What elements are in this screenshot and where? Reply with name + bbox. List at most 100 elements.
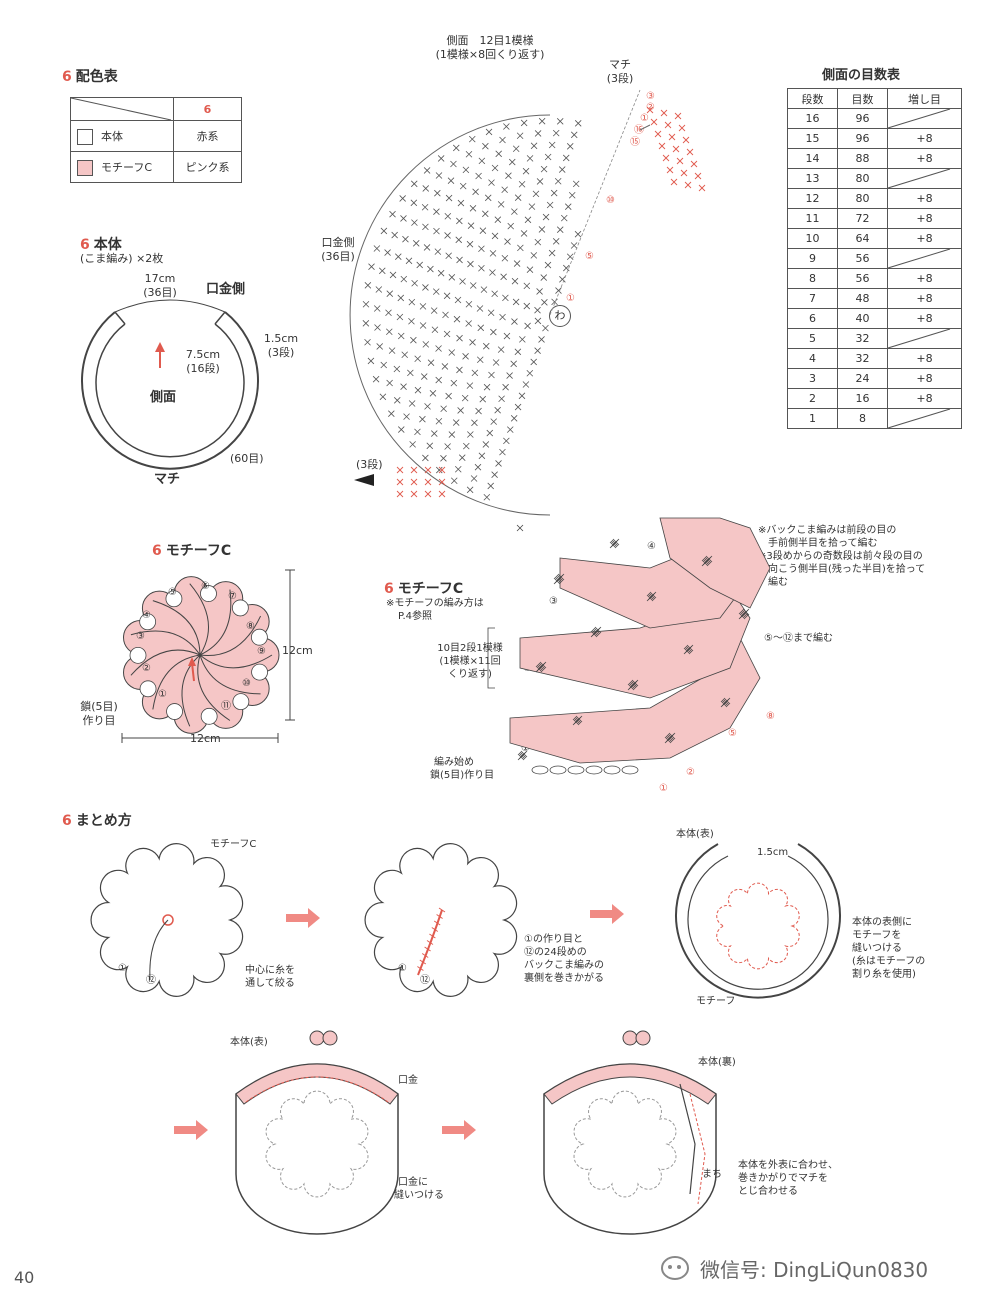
motif-chart-diagram (487, 517, 771, 775)
stitch-mark (466, 240, 474, 248)
stitch-mark (556, 226, 564, 233)
stitch-mark (448, 431, 456, 438)
stitch-mark (501, 254, 509, 262)
stitch-mark (523, 282, 531, 290)
stitch-mark (574, 120, 582, 127)
stitch-mark (422, 223, 429, 231)
stitch-mark (541, 299, 548, 306)
step2-flower-outline (364, 843, 518, 997)
swatch-pink (77, 159, 93, 176)
motif-continue-label: ⑤～⑫まで編む (764, 633, 833, 644)
stitch-mark (465, 300, 473, 308)
stitch-mark (380, 227, 388, 235)
stitch-mark (488, 371, 495, 379)
stitch-mark (470, 475, 478, 482)
motif-band (509, 637, 761, 764)
stitch-mark (450, 477, 458, 485)
stitch-mark (456, 334, 463, 342)
motif-stitch (516, 524, 524, 532)
step4-frame-label: 口金 (398, 1075, 418, 1086)
stitch-mark (410, 199, 418, 207)
machi-stitches-label: (60目) (230, 452, 264, 465)
gusset-stitch (396, 466, 404, 474)
stitch-mark (385, 309, 392, 317)
motif-stitch (723, 697, 731, 705)
stitch-mark (412, 240, 420, 247)
stitch-mark (442, 311, 449, 319)
stitch-mark (510, 360, 517, 368)
stitch-mark (526, 155, 534, 162)
stitch-mark (364, 338, 371, 346)
stitch-mark (426, 442, 434, 450)
motif-row-number: ⑤ (728, 728, 737, 739)
stitch-mark (514, 194, 522, 201)
row-marker: ⑤ (585, 251, 594, 262)
wechat-icon (660, 1254, 694, 1284)
stitch-mark (453, 315, 461, 323)
petal-number: ⑤ (168, 587, 177, 598)
stitch-mark (490, 328, 497, 336)
stitch-mark (486, 429, 494, 437)
stitch-mark (467, 431, 474, 438)
stitch-mark (386, 379, 393, 387)
stitch-mark (469, 205, 477, 212)
stitch-mark (393, 397, 401, 404)
stitch-mark (432, 288, 440, 295)
stitch-mark (454, 296, 462, 304)
step4-note: 口金に (398, 1177, 428, 1188)
stitch-mark (458, 454, 466, 462)
stitch-mark (475, 407, 482, 415)
petal-number: ④ (142, 610, 151, 621)
gusset-stitch (676, 157, 684, 165)
stitch-mark (461, 394, 469, 402)
stitch-mark (466, 382, 474, 389)
stitch-mark (422, 185, 430, 192)
gusset-stitch (396, 490, 404, 498)
stitch-mark (570, 131, 578, 139)
stitch-mark (556, 118, 564, 125)
stitch-mark (536, 288, 543, 295)
stitch-mark (435, 345, 442, 352)
stitch-mark (448, 273, 456, 281)
stitch-mark (511, 318, 518, 325)
stitch-mark (558, 166, 566, 173)
stitch-mark (538, 336, 545, 343)
stitch-mark (502, 383, 509, 391)
stitch-mark (528, 203, 536, 210)
stitch-mark (397, 332, 405, 340)
stitch-mark (523, 302, 531, 310)
stitch-mark (503, 332, 511, 340)
gusset-stitch (438, 478, 446, 486)
stitch-mark (452, 144, 460, 152)
stitch-mark (507, 222, 515, 230)
stitch-mark (389, 210, 396, 218)
stitch-mark (434, 248, 442, 255)
gusset-stitch (654, 130, 662, 138)
stitch-mark (408, 317, 415, 325)
stitch-mark (542, 324, 549, 332)
stitch-mark (414, 355, 421, 363)
stitch-mark (513, 260, 521, 267)
step1-number-a: ① (118, 963, 127, 974)
stitch-mark (544, 261, 552, 269)
gusset-stitch (438, 490, 446, 498)
chain-stitch (549, 765, 567, 775)
table-row: 本体 赤系 (70, 120, 242, 152)
body-ring-shape (81, 299, 259, 470)
row-marker: ③ (646, 91, 655, 102)
stitch-mark (499, 448, 506, 456)
stitch-mark (400, 383, 407, 390)
stitch-mark (396, 313, 404, 321)
radius-rows-label: (16段) (186, 362, 220, 375)
stitch-mark (518, 180, 526, 188)
petal-number: ① (158, 689, 167, 700)
arrow-right-icon (442, 1120, 476, 1140)
stitch-mark (408, 298, 416, 306)
stitch-mark (487, 482, 494, 490)
stitch-mark (374, 324, 381, 331)
stitch-mark (395, 253, 402, 260)
motif-stitch (520, 750, 528, 758)
